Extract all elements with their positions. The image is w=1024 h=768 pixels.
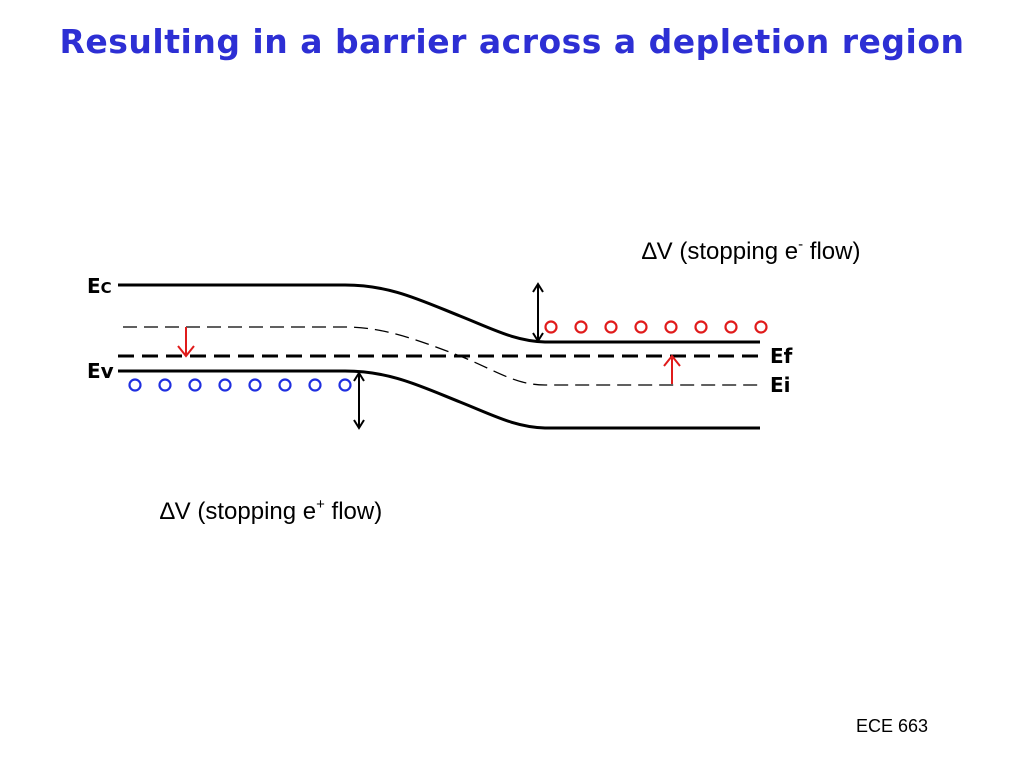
- annotation-electron-barrier: ∆V (stopping e- flow): [642, 236, 861, 265]
- ei-label: Ei: [770, 373, 791, 397]
- electron: [634, 320, 648, 334]
- hole: [188, 378, 202, 392]
- barrier-arrow-holes: [353, 371, 365, 430]
- hole: [248, 378, 262, 392]
- annotation-hole-barrier: ∆V (stopping e+ flow): [160, 496, 383, 525]
- barrier-arrow-electrons: [532, 282, 544, 343]
- electron: [694, 320, 708, 334]
- slide-title: Resulting in a barrier across a depletio…: [59, 22, 965, 61]
- electron-row: [544, 320, 768, 334]
- hole: [278, 378, 292, 392]
- hole: [158, 378, 172, 392]
- ef-label: Ef: [770, 344, 793, 368]
- electron: [724, 320, 738, 334]
- hole: [338, 378, 352, 392]
- hole: [308, 378, 322, 392]
- valence-band-edge: [118, 369, 760, 430]
- shift-arrow-right: [663, 354, 681, 384]
- electron: [754, 320, 768, 334]
- hole-row: [128, 378, 352, 392]
- hole: [218, 378, 232, 392]
- ec-label: EC: [87, 274, 112, 298]
- hole: [128, 378, 142, 392]
- electron: [574, 320, 588, 334]
- ev-label: Ev: [87, 359, 114, 383]
- electron: [604, 320, 618, 334]
- shift-arrow-left: [177, 327, 195, 358]
- electron: [664, 320, 678, 334]
- electron: [544, 320, 558, 334]
- course-footer: ECE 663: [856, 716, 929, 736]
- conduction-band-edge: [118, 283, 760, 344]
